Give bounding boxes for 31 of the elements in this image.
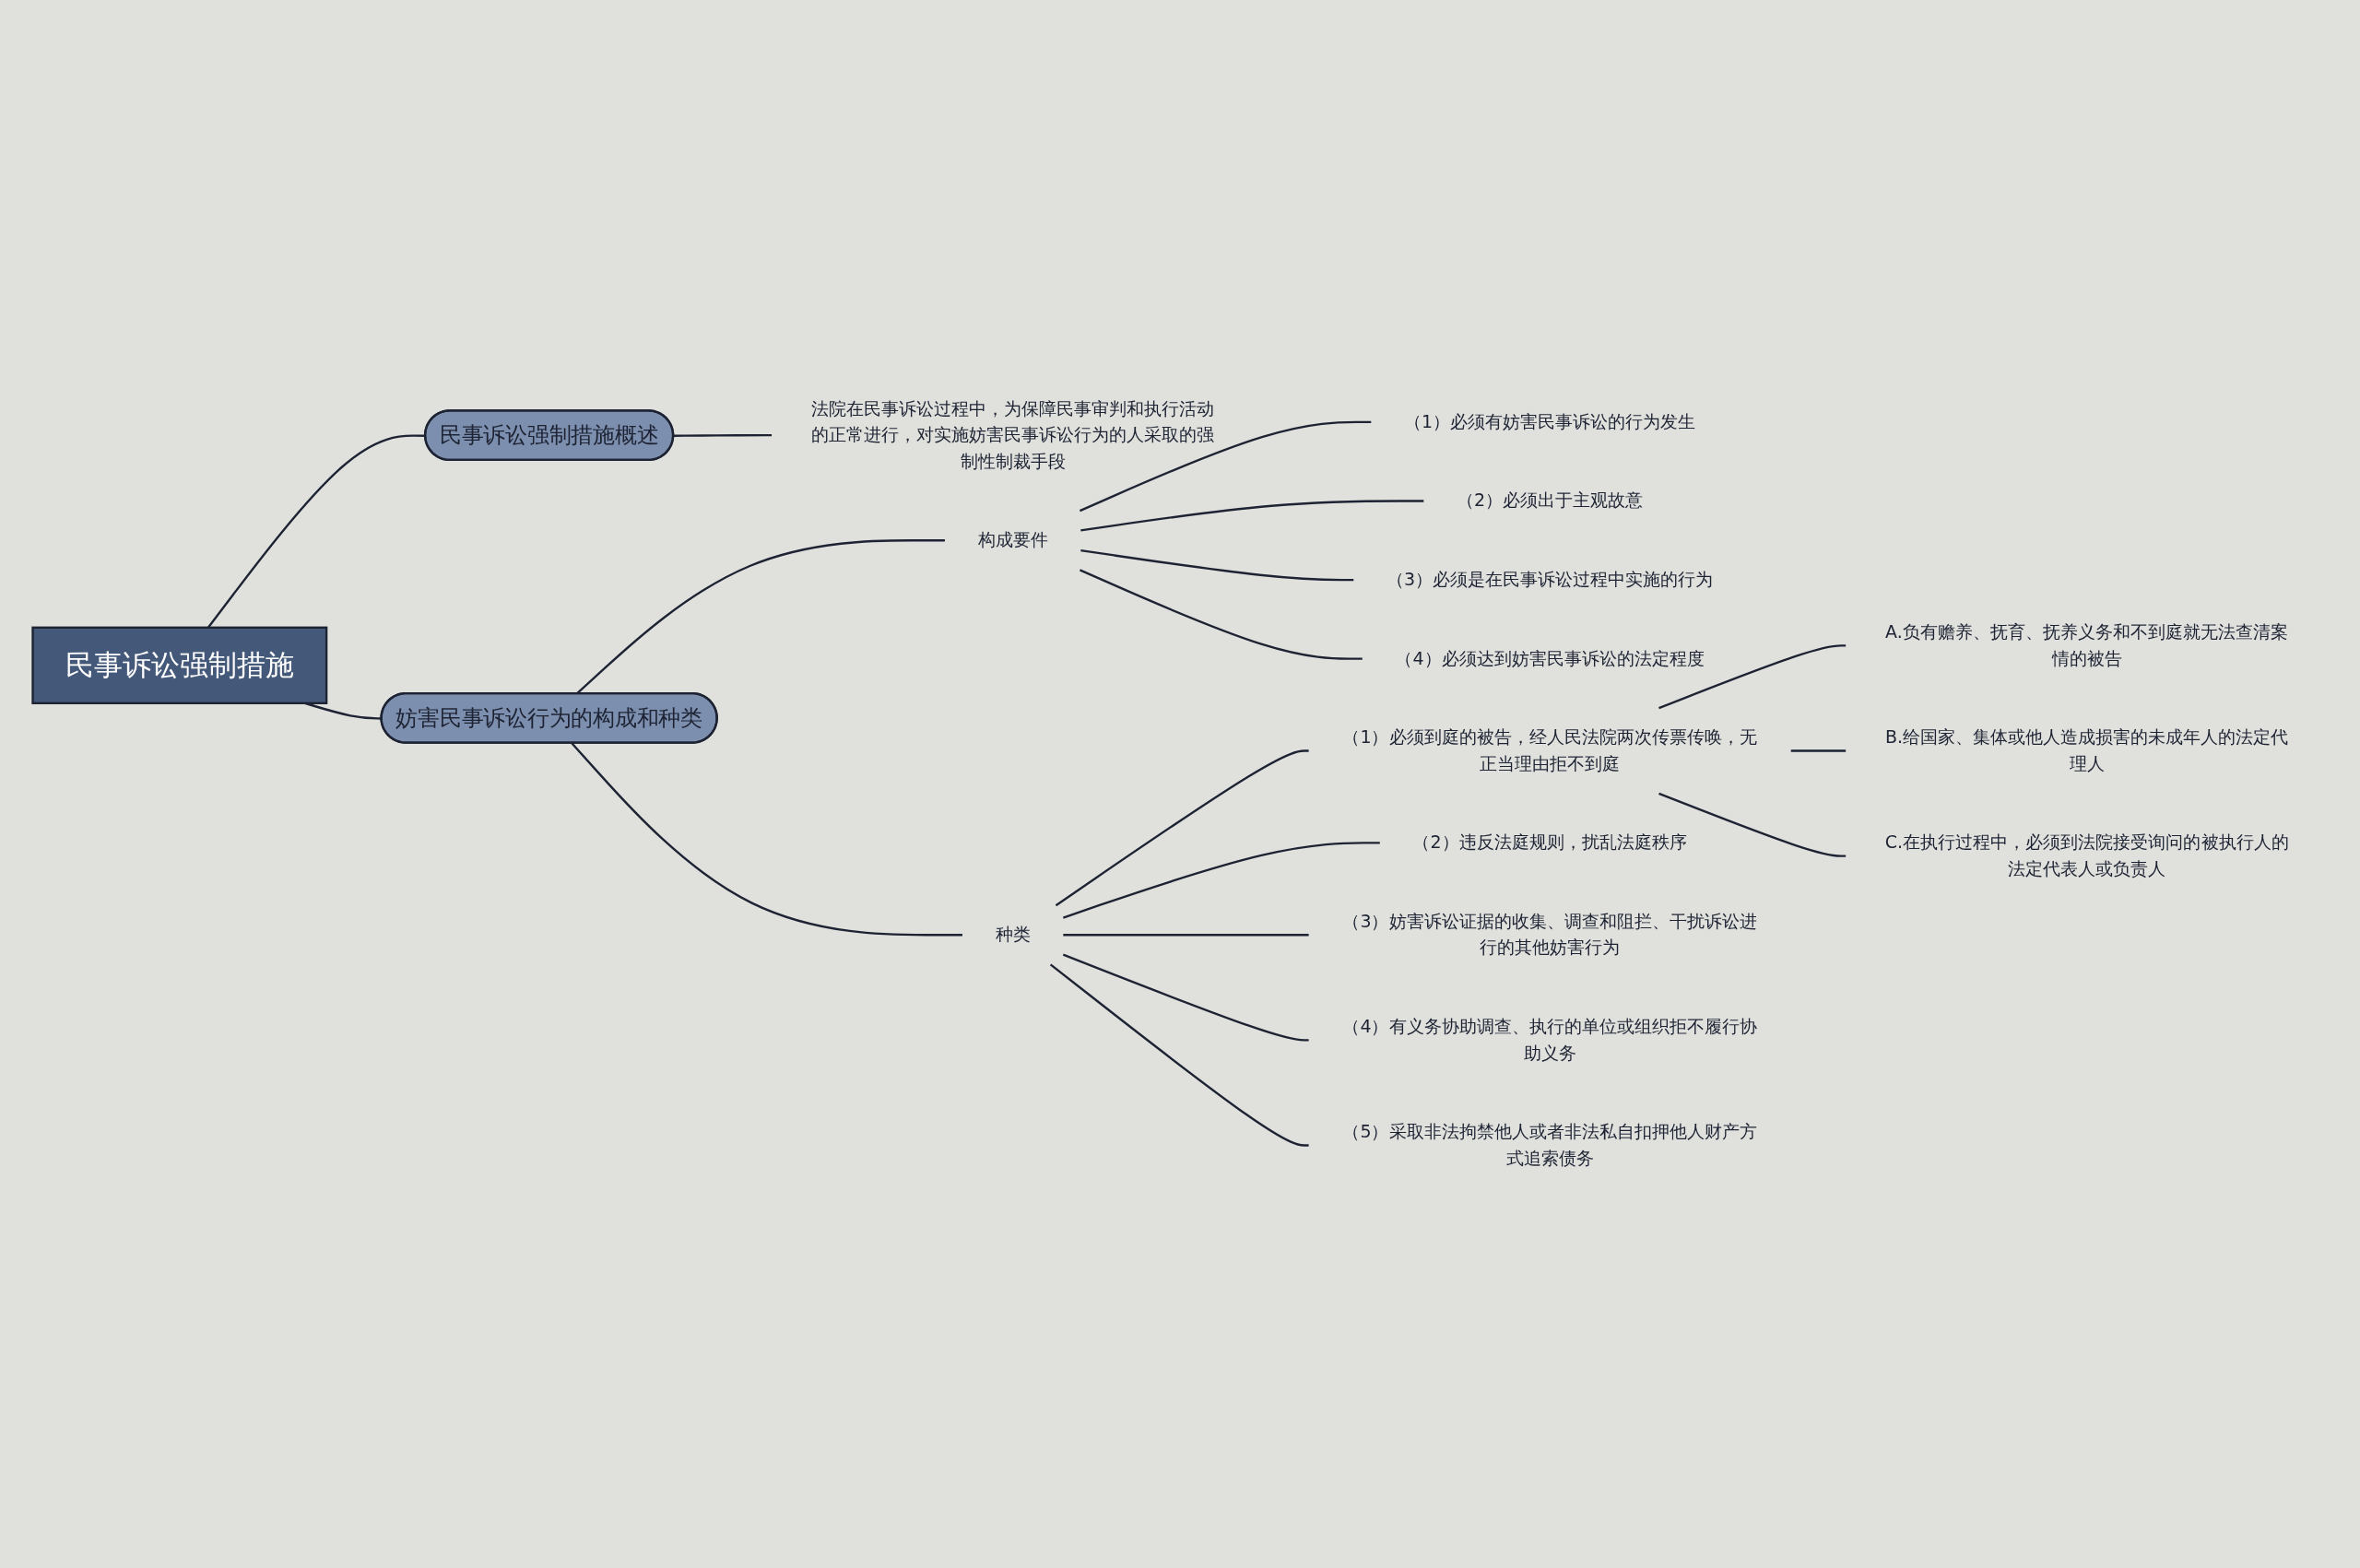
connector [1658,793,1846,858]
node-text: （3）妨害诉讼证据的收集、调查和阻拦、干扰诉讼进行的其他妨害行为 [1341,911,1757,959]
connector [1049,963,1309,1147]
connector [1079,569,1363,661]
connector [206,434,426,629]
connector [1790,749,1846,753]
node-text: （2）必须出于主观故意 [1456,489,1643,512]
node-text: （5）采取非法拘禁他人或者非法私自扣押他人财产方式追索债务 [1341,1121,1757,1169]
node-text: （3）必须是在民事诉讼过程中实施的行为 [1386,569,1714,591]
connector [1055,749,1309,907]
node-text: C.在执行过程中，必须到法院接受询问的被执行人的法定代表人或负责人 [1884,831,2289,879]
node-text: （1）必须到庭的被告，经人民法院两次传票传唤，无正当理由拒不到庭 [1341,726,1757,774]
connector [1062,934,1309,937]
connector [1062,953,1309,1042]
connector [1658,644,1846,710]
connector [1079,421,1371,513]
node-box: 民事诉讼强制措施 [30,626,327,705]
connector [1080,549,1353,582]
node-text: A.负有赡养、抚育、抚养义务和不到庭就无法查清案情的被告 [1884,621,2288,669]
node-text: B.给国家、集体或他人造成损害的未成年人的法定代理人 [1884,726,2289,774]
node-text: 构成要件 [977,529,1048,551]
connector [1062,842,1380,919]
node-text: （4）有义务协助调查、执行的单位或组织拒不履行协助义务 [1341,1016,1757,1064]
connector [673,434,772,438]
connector [570,742,962,937]
node-text: （4）必须达到妨害民事诉讼的法定程度 [1395,648,1705,669]
connector [1080,500,1423,532]
node-text: 法院在民事诉讼过程中，为保障民事审判和执行活动的正常进行，对实施妨害民事诉讼行为的人采取的强制性制裁手段 [810,398,1214,472]
node-text: （2）违反法庭规则，扰乱法庭秩序 [1412,831,1687,854]
node-text: 种类 [995,924,1031,946]
node-text: （1）必须有妨害民事诉讼的行为发生 [1403,411,1696,432]
